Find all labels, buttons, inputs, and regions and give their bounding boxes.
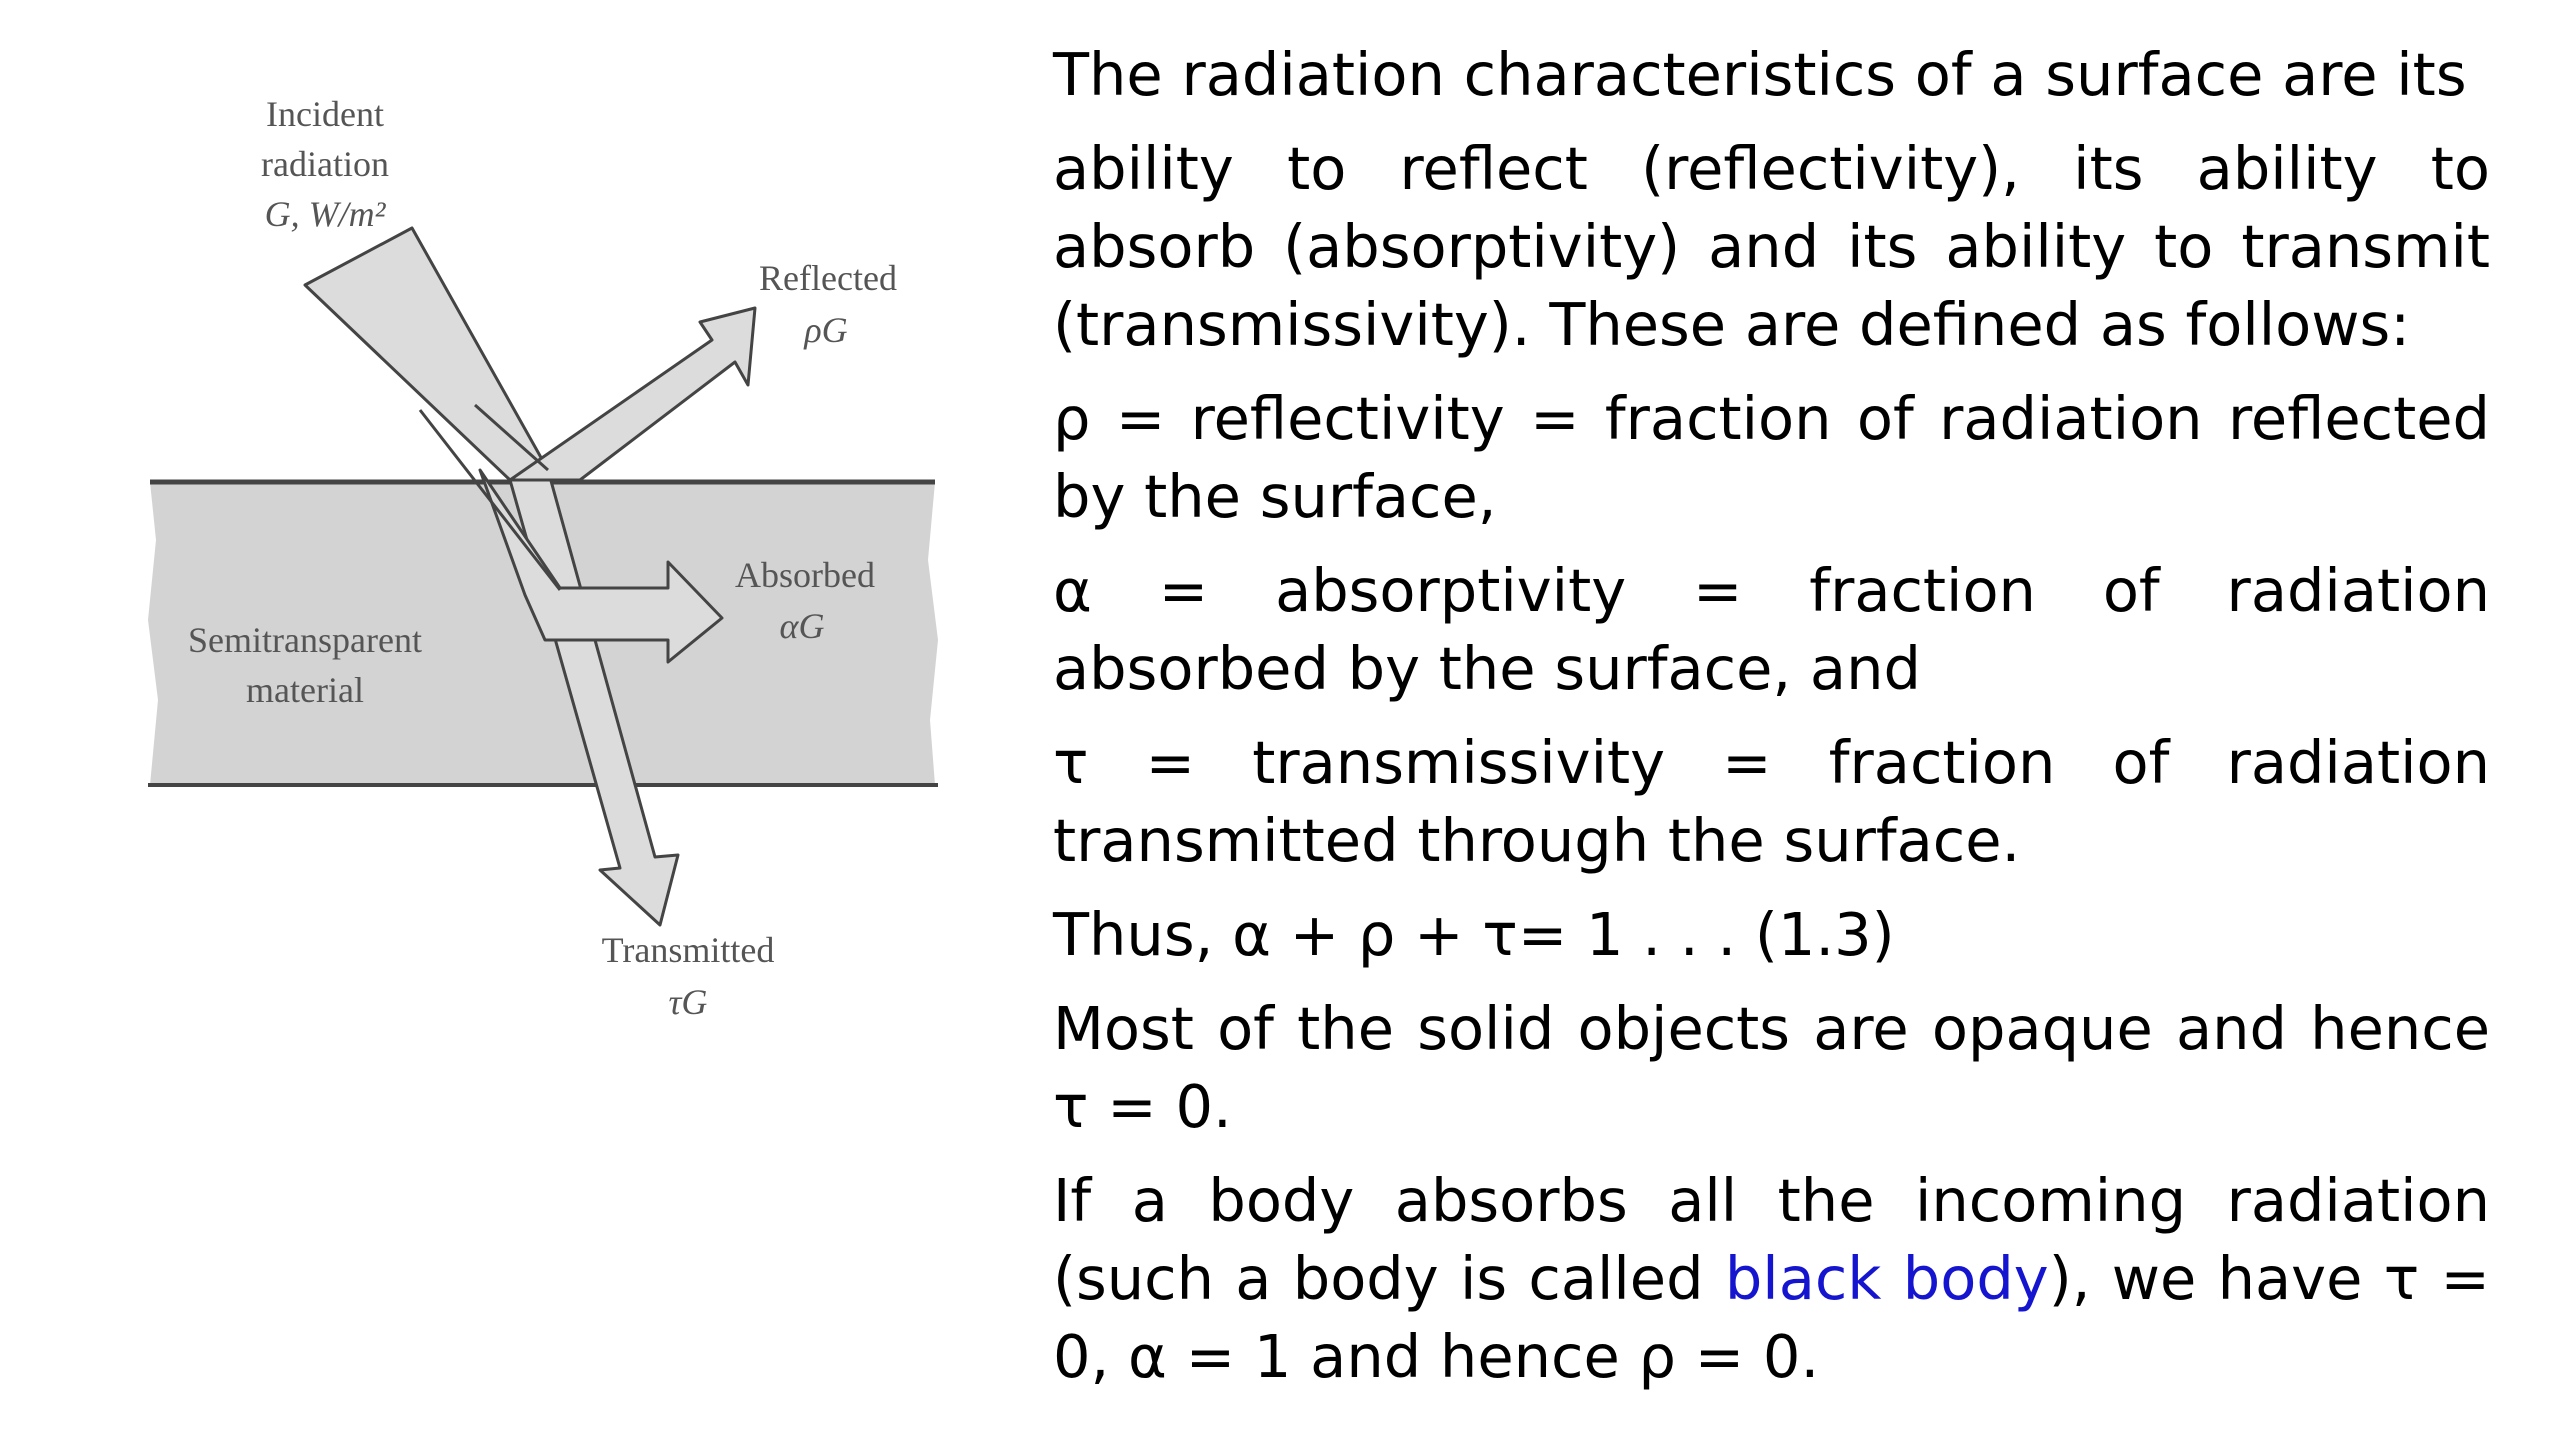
definitions-text: The radiation characteristics of a surfa… xyxy=(1053,36,2490,1412)
absorptivity-definition: α = absorptivity = fraction of radiation… xyxy=(1053,556,2490,703)
incident-ray-line-2 xyxy=(474,403,549,472)
reflected-arrow xyxy=(508,306,757,482)
black-body-paragraph: If a body absorbs all the incoming radia… xyxy=(1053,1162,2490,1396)
material-label-line2: material xyxy=(246,670,364,710)
absorbed-label-line2: αG xyxy=(780,606,825,646)
black-body-text-after: ), we have τ = 0, α = 1 and hence ρ = 0. xyxy=(1053,1244,2490,1391)
incident-ray-line-1 xyxy=(418,409,562,591)
incident-label-line3: G, W/m² xyxy=(265,194,387,234)
radiation-diagram-svg: Incident radiation G, W/m² Reflected ρG … xyxy=(148,94,938,1022)
absorbed-label-line1: Absorbed xyxy=(735,555,875,595)
intro-line: The radiation characteristics of a surfa… xyxy=(1053,40,2467,109)
intro-paragraph: ability to reflect (reflectivity), its a… xyxy=(1053,134,2490,359)
sum-equation: Thus, α + ρ + τ= 1 . . . (1.3) xyxy=(1053,900,1895,969)
transmitted-label-line1: Transmitted xyxy=(602,930,775,970)
black-body-text-before: If a body absorbs all the incoming radia… xyxy=(1053,1166,2490,1313)
transmitted-label-line2: τG xyxy=(669,982,708,1022)
black-body-link[interactable]: black body xyxy=(1724,1244,2049,1313)
absorbed-arrow xyxy=(478,468,724,664)
transmitted-arrow xyxy=(303,226,680,927)
reflected-label-line2: ρG xyxy=(803,310,847,350)
transmissivity-definition: τ = transmissivity = fraction of radiati… xyxy=(1053,728,2490,875)
opaque-note: Most of the solid objects are opaque and… xyxy=(1053,994,2490,1141)
material-label-line1: Semitransparent xyxy=(188,620,422,660)
incident-label-line1: Incident xyxy=(266,94,384,134)
reflectivity-definition: ρ = reflectivity = fraction of radiation… xyxy=(1053,384,2490,531)
radiation-diagram: Incident radiation G, W/m² Reflected ρG … xyxy=(0,0,1000,1100)
reflected-label-line1: Reflected xyxy=(759,258,897,298)
incident-label-line2: radiation xyxy=(261,144,389,184)
